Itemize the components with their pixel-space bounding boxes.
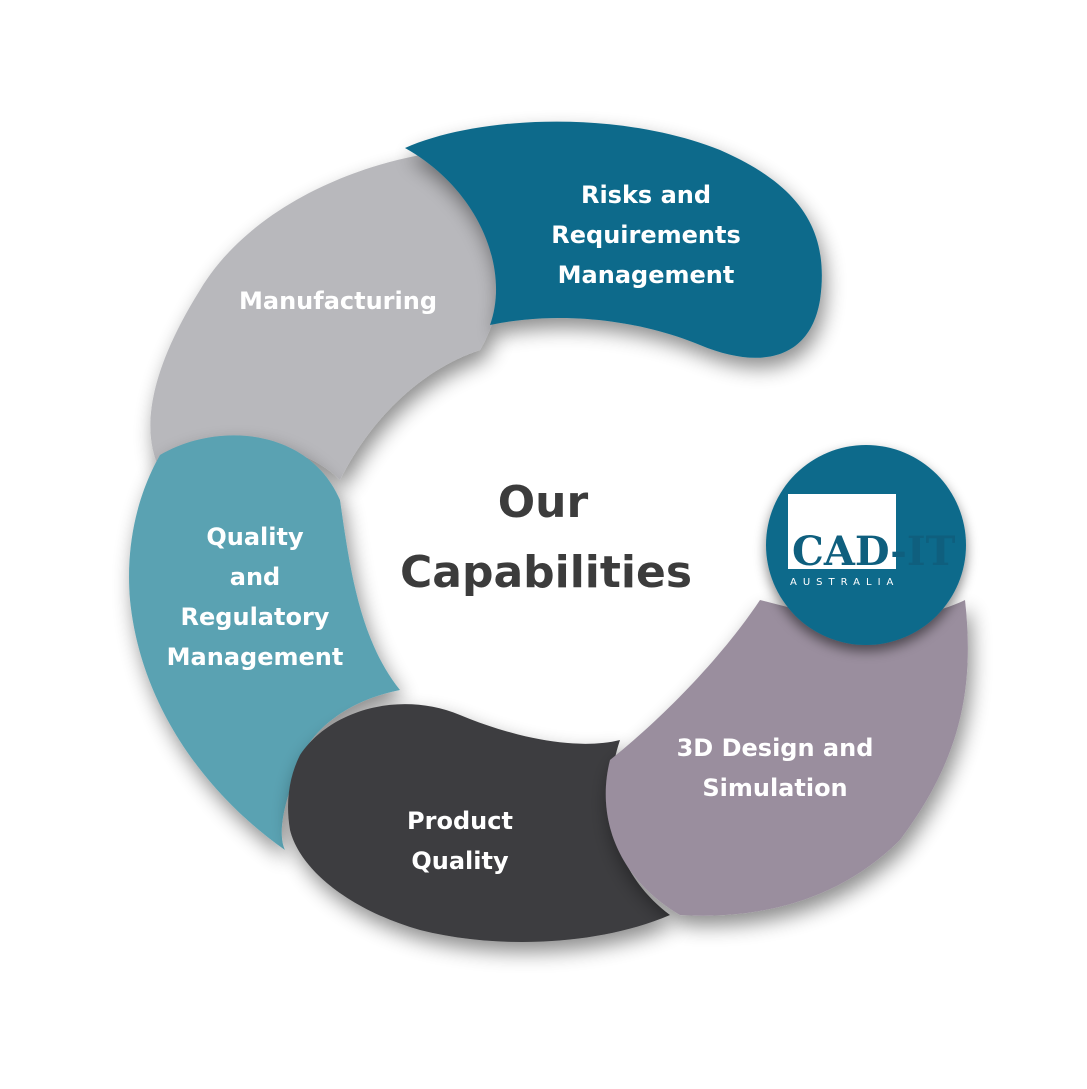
label-design-line-1: 3D Design and bbox=[677, 734, 874, 762]
segment-manufacturing bbox=[150, 150, 502, 480]
label-manufacturing-line-1: Manufacturing bbox=[239, 287, 437, 315]
label-design-line-2: Simulation bbox=[702, 774, 847, 802]
label-manufacturing: Manufacturing bbox=[239, 287, 437, 315]
segment-quality-regulatory bbox=[129, 435, 400, 850]
label-risks-requirements: Risks and Requirements Management bbox=[551, 181, 741, 289]
logo-main-text: CAD-IT bbox=[792, 528, 956, 575]
label-risks-line-3: Management bbox=[558, 261, 735, 289]
label-product-line-1: Product bbox=[407, 807, 513, 835]
center-title-line1: Our bbox=[498, 477, 589, 528]
label-risks-line-1: Risks and bbox=[581, 181, 711, 209]
label-quality-line-1: Quality bbox=[206, 523, 304, 551]
logo-white-box bbox=[788, 494, 896, 569]
segment-design-simulation bbox=[605, 600, 968, 916]
label-quality-regulatory: Quality and Regulatory Management bbox=[167, 523, 344, 671]
label-quality-line-2: and bbox=[230, 563, 280, 591]
label-risks-line-2: Requirements bbox=[551, 221, 741, 249]
label-quality-line-4: Management bbox=[167, 643, 344, 671]
label-quality-line-3: Regulatory bbox=[181, 603, 330, 631]
logo-sub-text: AUSTRALIA bbox=[790, 577, 899, 588]
label-product-line-2: Quality bbox=[411, 847, 509, 875]
label-product-quality: Product Quality bbox=[407, 807, 513, 875]
segment-product-quality bbox=[288, 704, 670, 942]
center-title-line2: Capabilities bbox=[400, 547, 692, 598]
label-design-simulation: 3D Design and Simulation bbox=[677, 734, 874, 802]
segment-risks-requirements bbox=[405, 121, 822, 358]
